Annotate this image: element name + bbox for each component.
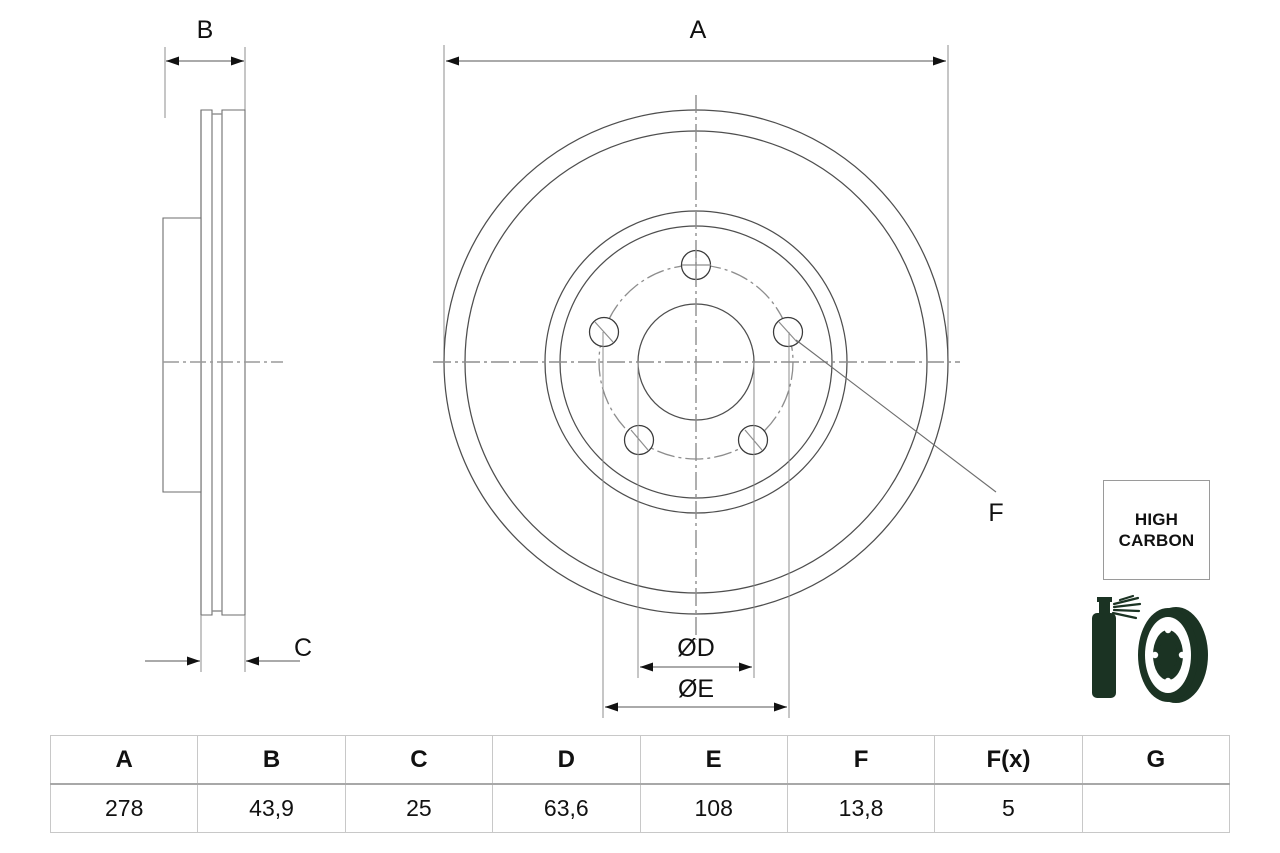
coating-disc-bolt-hole bbox=[1178, 651, 1186, 659]
table-value-cell bbox=[1081, 783, 1231, 833]
spray-can-body bbox=[1092, 613, 1116, 698]
table-value-cell: 13,8 bbox=[786, 783, 936, 833]
high-carbon-line-2: CARBON bbox=[1118, 531, 1195, 550]
table-header-cell: F bbox=[786, 735, 936, 785]
table-value-row: 278 43,9 25 63,6 108 13,8 5 bbox=[49, 783, 1231, 833]
table-value-cell: 5 bbox=[934, 783, 1083, 833]
f-leader-line bbox=[795, 339, 997, 493]
coating-disc-bolt-hole bbox=[1164, 626, 1172, 634]
table-value-cell: 43,9 bbox=[197, 783, 346, 833]
dimension-label-d: ØD bbox=[677, 634, 715, 662]
table-value-cell: 278 bbox=[49, 783, 199, 833]
dimension-label-b: B bbox=[197, 16, 214, 44]
spray-can-nozzle bbox=[1099, 601, 1110, 614]
dimension-label-a: A bbox=[690, 16, 707, 44]
table-header-cell: G bbox=[1081, 735, 1231, 785]
table-value-cell: 63,6 bbox=[492, 783, 641, 833]
spray-coating-disc-icon bbox=[1092, 594, 1208, 703]
table-value-cell: 108 bbox=[639, 783, 788, 833]
table-header-cell: A bbox=[49, 735, 199, 785]
table-header-cell: F(x) bbox=[934, 735, 1083, 785]
table-header-row: A B C D E F F(x) G bbox=[49, 735, 1231, 785]
coating-disc-bolt-hole bbox=[1164, 677, 1172, 685]
coating-disc-bolt-hole bbox=[1151, 651, 1159, 659]
table-header-cell: C bbox=[344, 735, 494, 785]
table-header-cell: B bbox=[197, 735, 346, 785]
spray-mist bbox=[1111, 594, 1142, 620]
dimension-label-f: F bbox=[988, 499, 1003, 527]
dimension-table: A B C D E F F(x) G 278 43,9 25 63,6 108 … bbox=[49, 735, 1231, 833]
high-carbon-line-1: HIGH bbox=[1134, 509, 1179, 529]
disc-hat-flange-profile bbox=[162, 217, 202, 493]
dimension-label-c: C bbox=[294, 634, 312, 662]
spray-can-cap bbox=[1097, 597, 1112, 602]
table-header-cell: D bbox=[492, 735, 641, 785]
table-value-cell: 25 bbox=[344, 783, 494, 833]
high-carbon-badge: HIGH CARBON bbox=[1103, 480, 1210, 580]
side-view-group bbox=[145, 47, 300, 672]
dimension-label-e: ØE bbox=[678, 675, 714, 703]
coating-disc-bore bbox=[1159, 639, 1177, 671]
table-header-cell: E bbox=[639, 735, 788, 785]
front-view-group bbox=[433, 45, 997, 718]
